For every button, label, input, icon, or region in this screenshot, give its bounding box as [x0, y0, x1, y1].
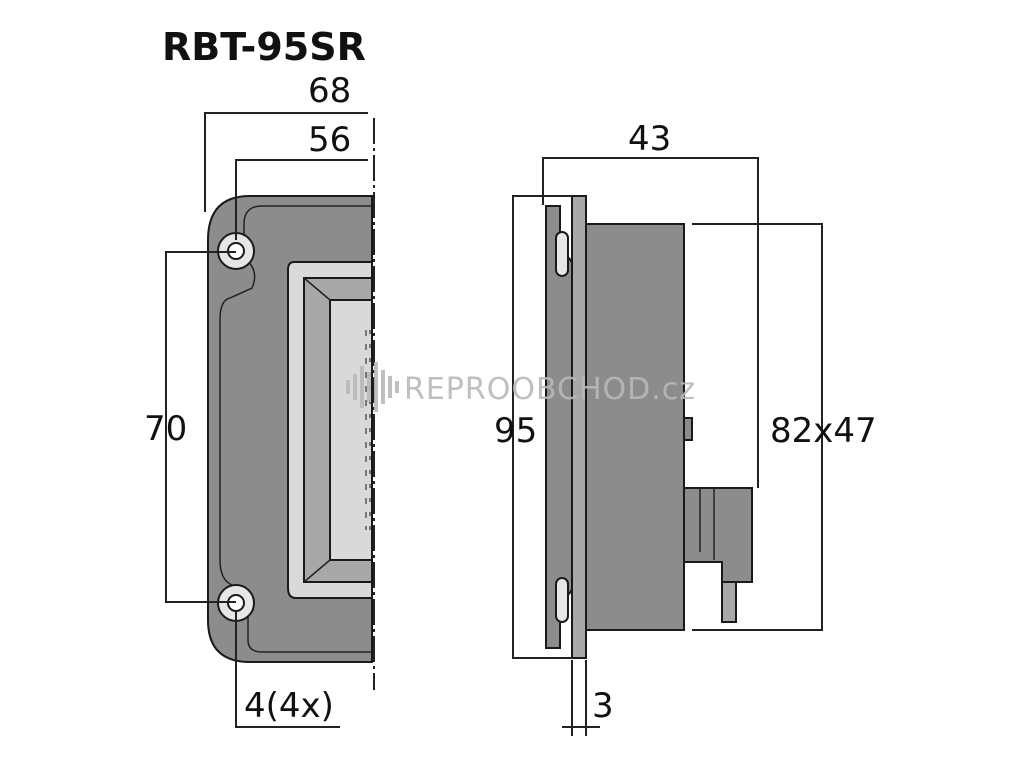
dim-flange-thickness: 3: [592, 686, 614, 726]
side-magnet-body: [585, 223, 685, 631]
watermark-text: REPROOBCHOD.cz: [404, 372, 696, 407]
dim-hole-spacing-width: 56: [308, 120, 351, 160]
side-view: [545, 195, 753, 659]
dim-depth: 43: [628, 119, 671, 159]
model-title: RBT-95SR: [162, 25, 366, 69]
side-dimensions: 43 95 82x47 3: [494, 119, 877, 736]
dim-height: 95: [494, 411, 537, 451]
dim-hole-spacing-height: 70: [144, 409, 187, 449]
dim-cutout: 82x47: [770, 411, 877, 451]
side-terminal-pin: [721, 581, 737, 623]
front-inset: [219, 205, 372, 653]
watermark: REPROOBCHOD.cz: [346, 362, 696, 412]
side-front-plate: [571, 195, 587, 659]
side-terminal-block: [683, 487, 753, 583]
dim-hole-size: 4(4x): [244, 686, 334, 726]
sound-wave-icon: [346, 362, 399, 412]
front-dimensions: 68 56 70 4(4x): [144, 71, 368, 728]
front-view: [207, 118, 375, 690]
dim-overall-width: 68: [308, 71, 351, 111]
